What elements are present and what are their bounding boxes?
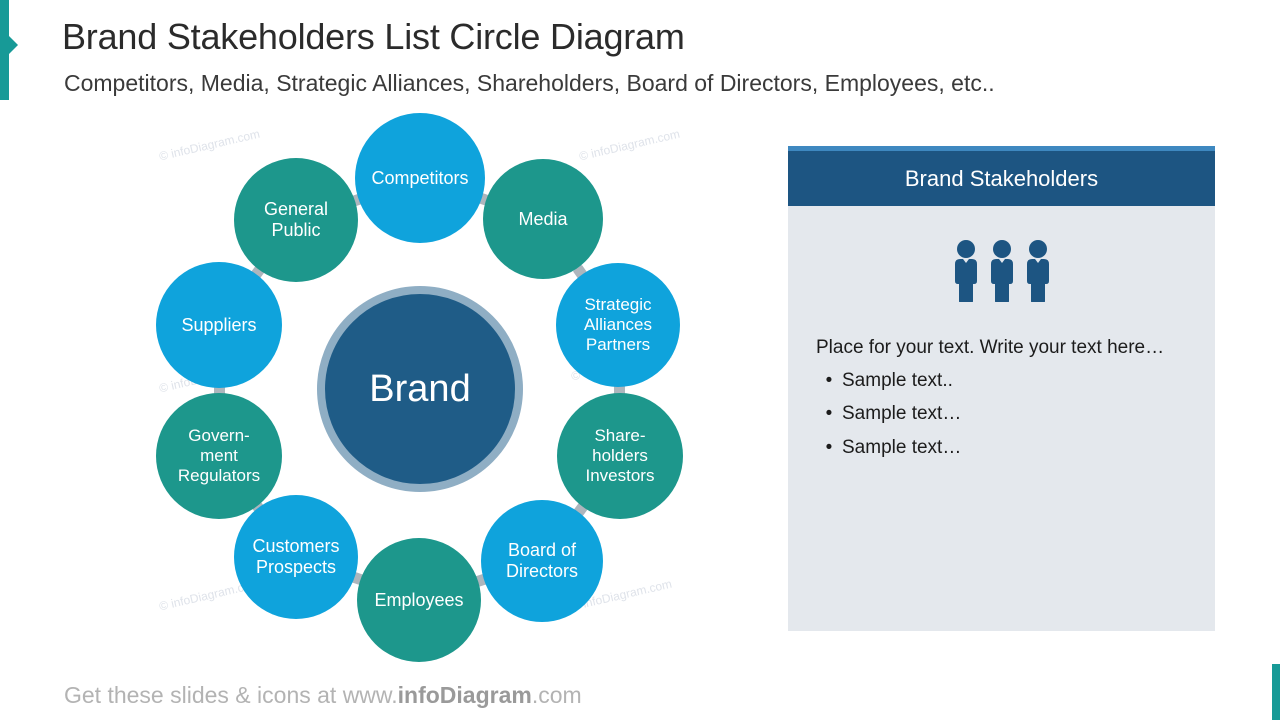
footer-brand: infoDiagram	[397, 682, 532, 708]
bottom-right-accent-bar	[1272, 664, 1280, 720]
stakeholder-node-competitors[interactable]: Competitors	[355, 113, 485, 243]
three-people-icon	[788, 240, 1215, 302]
bullet-icon: •	[825, 403, 833, 424]
list-item: • Sample text..	[816, 367, 1191, 396]
panel-body: Place for your text. Write your text her…	[788, 302, 1215, 462]
brand-stakeholders-panel: Brand Stakeholders Place for your text. …	[788, 146, 1215, 631]
center-node-brand[interactable]: Brand	[317, 286, 523, 492]
stakeholder-node-label: Employees	[374, 589, 464, 610]
panel-sample-list: • Sample text.. • Sample text… • Sample text…	[816, 367, 1191, 463]
footer-suffix: .com	[531, 682, 582, 708]
list-item-label: Sample text…	[842, 436, 962, 458]
center-node-label: Brand	[369, 367, 471, 410]
panel-header-title: Brand Stakeholders	[904, 165, 1099, 191]
list-item: • Sample text…	[816, 400, 1191, 429]
stakeholder-node-label: Suppliers	[181, 314, 257, 335]
watermark-text: © infoDiagram.com	[157, 126, 262, 164]
person-icon	[1026, 240, 1049, 302]
bullet-icon: •	[825, 436, 833, 458]
panel-intro-text: Place for your text. Write your text her…	[816, 337, 1165, 358]
footer-promo[interactable]: Get these slides & icons at www.infoDiag…	[64, 682, 582, 709]
stakeholder-node-label: Competitors	[371, 167, 469, 188]
bullet-icon: •	[825, 369, 833, 391]
left-accent-bar	[0, 0, 9, 100]
person-icon	[954, 240, 977, 302]
stakeholders-circle-diagram: © infoDiagram.com© infoDiagram.com© info…	[140, 108, 710, 668]
footer-prefix: Get these slides & icons at www.	[64, 682, 398, 708]
person-icon	[990, 240, 1013, 302]
list-item-label: Sample text..	[842, 369, 953, 391]
stakeholder-node-suppliers[interactable]: Suppliers	[156, 262, 282, 388]
page-title: Brand Stakeholders List Circle Diagram	[62, 16, 685, 57]
watermark-text: © infoDiagram.com	[577, 126, 682, 164]
list-item: • Sample text…	[816, 434, 1191, 463]
list-item-label: Sample text…	[842, 403, 962, 424]
page-subtitle: Competitors, Media, Strategic Alliances,…	[64, 70, 995, 96]
left-accent-arrow-icon	[9, 36, 18, 54]
panel-header: Brand Stakeholders	[788, 146, 1215, 206]
stakeholder-node-media[interactable]: Media	[483, 159, 603, 279]
stakeholder-node-label: Media	[518, 208, 568, 229]
stakeholder-node-employees[interactable]: Employees	[357, 538, 481, 662]
